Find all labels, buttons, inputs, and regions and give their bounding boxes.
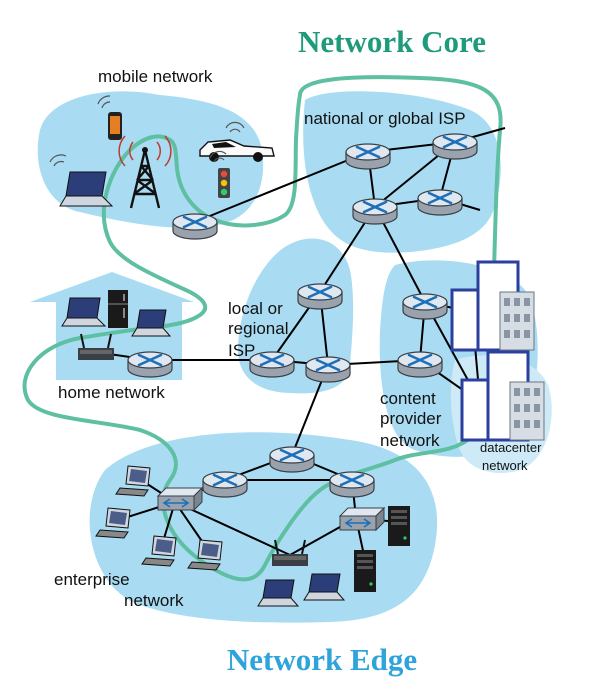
router-enterprise-1-icon xyxy=(269,446,315,473)
enterprise-switch-1 xyxy=(156,486,204,512)
desktop-computer-icon-2 xyxy=(95,507,131,539)
router-national-2-icon xyxy=(432,133,478,160)
national-isp-label: national or global ISP xyxy=(304,109,466,128)
router-local-1-icon xyxy=(297,283,343,310)
enterprise-label-line1: enterprise xyxy=(54,570,130,589)
content-provider-label-line1: content xyxy=(380,389,436,408)
enterprise-switch-2 xyxy=(338,506,386,532)
traffic-light-icon xyxy=(209,150,230,198)
router-enterprise-3-icon xyxy=(329,471,375,498)
router-local-3-icon xyxy=(305,356,351,383)
desktop-computer-icon-1 xyxy=(115,465,151,497)
content-provider-label-line2: provider xyxy=(380,409,442,428)
enterprise-wireless-access-point-icon xyxy=(272,539,308,566)
network-core-title: Network Core xyxy=(298,24,486,59)
cell-tower-icon xyxy=(118,135,172,209)
enterprise-laptop-icon-1 xyxy=(257,579,300,607)
datacenter-label-line2: network xyxy=(482,458,528,473)
router-mobile-icon xyxy=(172,213,218,240)
router-national-4-icon xyxy=(417,189,463,216)
link-mobile-national xyxy=(194,151,369,223)
local-isp-label-line1: local or xyxy=(228,299,283,318)
mobile-laptop-icon xyxy=(49,154,114,207)
link-sw-ap xyxy=(174,501,291,556)
router-content-2-icon xyxy=(397,351,443,378)
local-isp-label-line2: regional xyxy=(228,319,289,338)
router-enterprise-2-icon xyxy=(202,471,248,498)
refrigerator-icon xyxy=(108,290,128,328)
local-isp-label-line3: ISP xyxy=(228,341,255,360)
desktop-computer-icon-3 xyxy=(141,535,177,567)
router-local-2-icon xyxy=(249,351,295,378)
datacenter-building-icon-1 xyxy=(450,260,535,352)
enterprise-label-line2: network xyxy=(124,591,184,610)
home-laptop-right-icon xyxy=(131,309,172,337)
router-content-1-icon xyxy=(402,293,448,320)
router-home-icon xyxy=(127,351,173,378)
mobile-network-label: mobile network xyxy=(98,67,213,86)
desktop-computer-icon-4 xyxy=(187,539,223,571)
router-national-1-icon xyxy=(345,143,391,170)
home-network-label: home network xyxy=(58,383,165,402)
datacenter-label-line1: datacenter xyxy=(480,440,542,455)
server-rack-icon-1 xyxy=(388,506,410,546)
datacenter-building-icon-2 xyxy=(460,350,545,442)
router-national-3-icon xyxy=(352,198,398,225)
smartphone-icon xyxy=(97,95,122,140)
home-wireless-access-point-icon xyxy=(78,333,114,360)
server-rack-icon-2 xyxy=(354,550,376,592)
network-edge-title: Network Edge xyxy=(227,642,417,677)
enterprise-laptop-icon-2 xyxy=(303,573,346,601)
content-provider-label-line3: network xyxy=(380,431,440,450)
home-laptop-left-icon xyxy=(61,297,107,327)
